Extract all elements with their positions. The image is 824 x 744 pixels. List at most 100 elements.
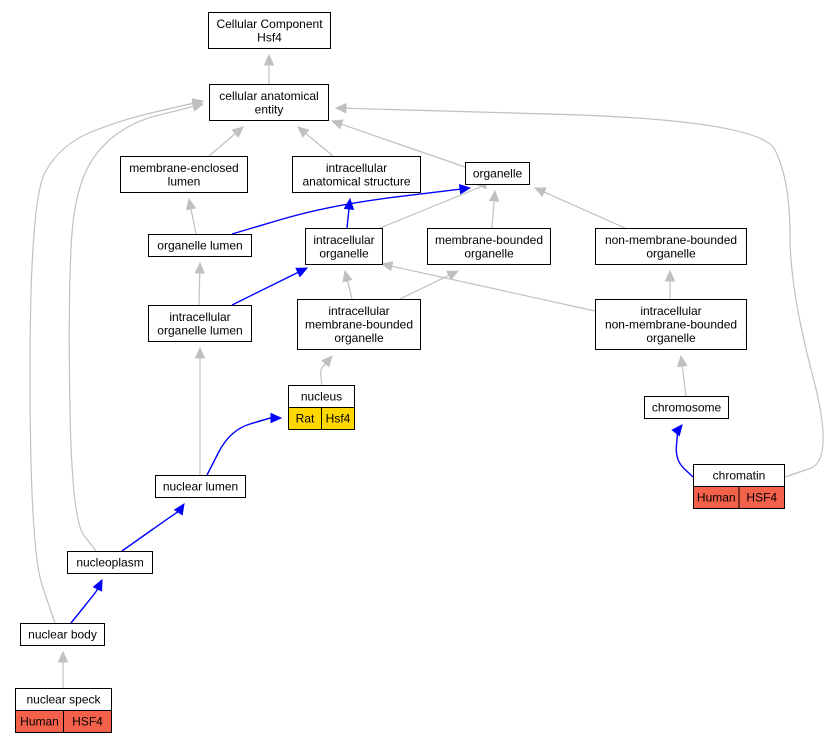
arrowhead xyxy=(533,187,547,198)
node-box xyxy=(465,162,530,185)
edge-line xyxy=(231,271,299,306)
arrowhead xyxy=(297,126,310,138)
node-nuclum[interactable]: nuclear lumen xyxy=(155,475,246,498)
edge-nucleus-to-imbo xyxy=(320,355,333,386)
node-org[interactable]: organelle xyxy=(465,162,530,185)
edge-nuclum-to-iol xyxy=(194,346,206,475)
edge-orglumen-to-mel xyxy=(185,197,197,235)
edge-nuclum-to-nucleus xyxy=(206,412,283,476)
edge-line xyxy=(208,133,236,157)
node-nucbody[interactable]: nuclear body xyxy=(20,623,105,646)
node-box xyxy=(292,156,421,193)
arrowhead xyxy=(330,119,344,130)
edge-line xyxy=(190,208,197,235)
edge-chromatin-to-chromosome xyxy=(671,424,694,478)
arrowhead xyxy=(295,267,309,278)
arrowhead xyxy=(671,424,683,437)
edge-imbo-to-intorg xyxy=(342,269,353,300)
node-box xyxy=(297,299,421,350)
node-label: organelle xyxy=(646,246,696,260)
annotation-gene: Hsf4 xyxy=(326,412,351,426)
node-label: intracellular xyxy=(328,304,389,318)
node-nucleoplasm[interactable]: nucleoplasm xyxy=(67,551,153,574)
edge-line xyxy=(346,208,350,229)
arrowhead xyxy=(185,197,197,211)
edge-org-to-cae xyxy=(330,119,466,168)
node-label: organelle xyxy=(319,246,369,260)
arrowhead xyxy=(380,261,394,272)
annotation-gene: HSF4 xyxy=(72,715,103,729)
node-box xyxy=(644,396,729,419)
arrowhead xyxy=(194,346,206,359)
edge-line xyxy=(29,102,194,624)
edge-nucbody-to-nucleoplasm xyxy=(70,578,103,624)
edge-mbo-to-org xyxy=(488,189,500,229)
node-box xyxy=(67,551,153,574)
node-label: chromatin xyxy=(713,469,766,483)
edge-imbo-to-mbo xyxy=(399,270,460,300)
node-box xyxy=(20,623,105,646)
edge-line xyxy=(320,363,326,386)
arrowhead xyxy=(92,578,103,592)
node-label: organelle lumen xyxy=(157,323,242,337)
node-box xyxy=(148,234,252,257)
edge-layer xyxy=(29,53,824,688)
annotation-species: Human xyxy=(20,715,59,729)
node-box xyxy=(305,228,383,265)
node-inmbo[interactable]: intracellularnon-membrane-boundedorganel… xyxy=(595,299,747,350)
arrowhead xyxy=(343,197,355,210)
node-box xyxy=(209,84,329,121)
node-box xyxy=(427,228,551,265)
edge-line xyxy=(341,123,466,168)
edge-nmbo-to-org xyxy=(533,187,626,229)
node-label: intracellular xyxy=(169,310,230,324)
edge-cae-to-root xyxy=(263,53,275,84)
node-label: intracellular xyxy=(640,304,701,318)
edge-line xyxy=(543,191,626,229)
arrowhead xyxy=(231,126,244,138)
node-box xyxy=(595,228,747,265)
node-label: Hsf4 xyxy=(257,30,282,44)
edge-chromosome-to-inmbo xyxy=(677,354,688,397)
node-label: nuclear body xyxy=(28,628,97,642)
arrowhead xyxy=(321,355,333,368)
edge-line xyxy=(345,107,824,478)
annotation-species: Human xyxy=(697,491,736,505)
edge-chromatin-to-cae xyxy=(334,103,824,478)
edge-orglumen-to-org xyxy=(231,184,472,235)
arrowhead xyxy=(677,354,688,368)
node-box xyxy=(595,299,747,350)
annotation-species: Rat xyxy=(296,412,315,426)
node-chromosome[interactable]: chromosome xyxy=(644,396,729,419)
node-label: membrane-bounded xyxy=(305,318,413,332)
node-label: Cellular Component xyxy=(216,17,323,31)
node-label: lumen xyxy=(168,174,201,188)
edge-line xyxy=(681,365,687,397)
node-orglumen[interactable]: organelle lumen xyxy=(148,234,252,257)
edge-ias-to-cae xyxy=(297,126,334,157)
arrowhead xyxy=(194,261,206,274)
edge-inmbo-to-nmbo xyxy=(664,269,676,299)
edge-line xyxy=(346,280,353,300)
node-label: membrane-enclosed xyxy=(129,161,238,175)
node-box xyxy=(208,12,331,49)
edge-line xyxy=(391,265,596,312)
node-box xyxy=(120,156,248,193)
node-label: nucleoplasm xyxy=(76,556,143,570)
node-label: membrane-bounded xyxy=(435,233,543,247)
arrowhead xyxy=(458,184,472,195)
node-label: nuclear lumen xyxy=(163,480,238,494)
